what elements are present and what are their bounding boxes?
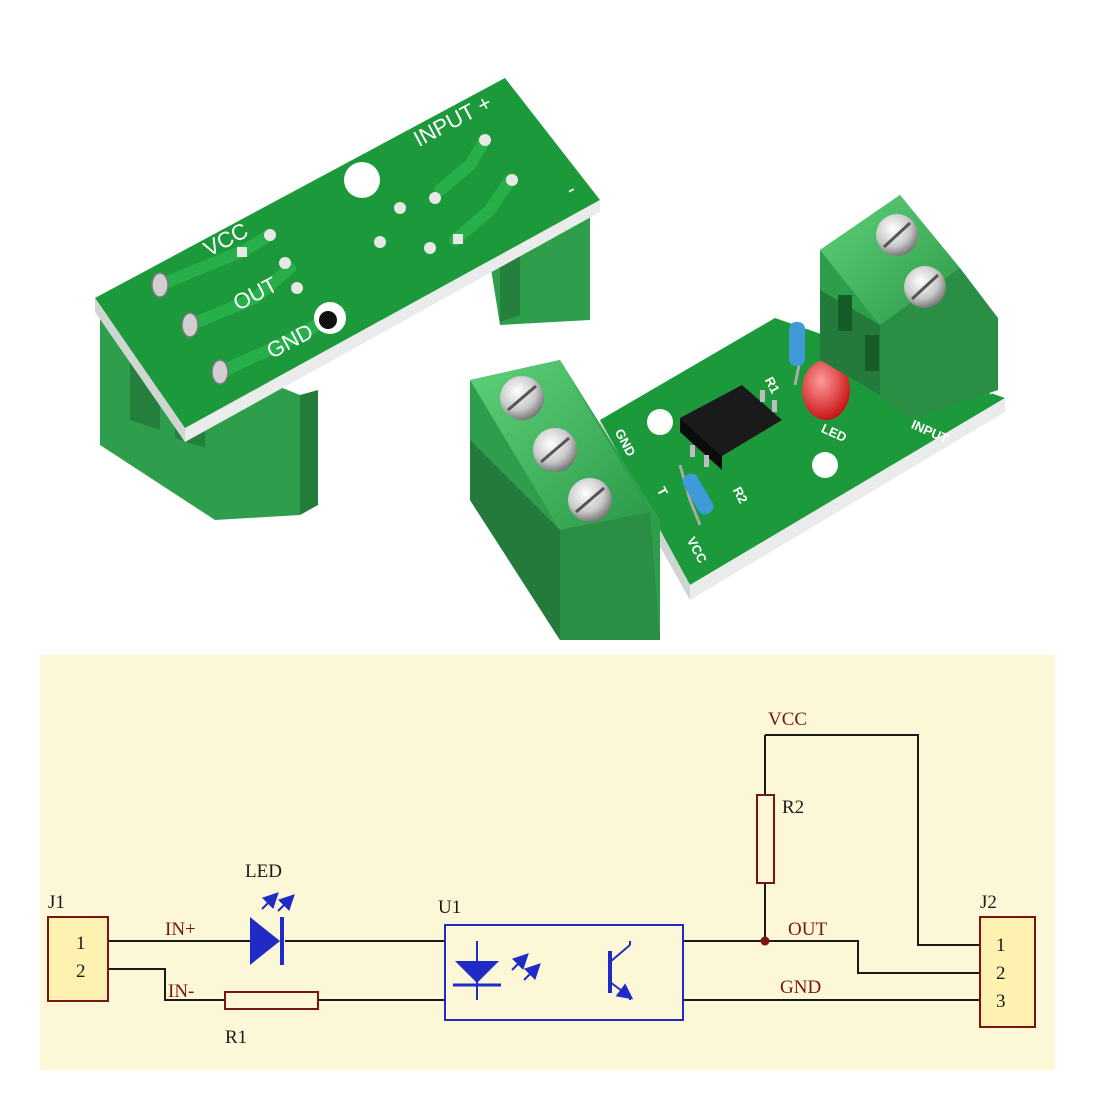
net-label-out: OUT xyxy=(788,919,827,940)
circuit-schematic: J1 1 2 J2 1 2 3 LED R1 R2 xyxy=(47,709,1036,1048)
silk-r2-front: R2 xyxy=(730,484,751,506)
silk-r1-front: R1 xyxy=(762,374,783,396)
j2-ref: J2 xyxy=(980,892,997,913)
j1-pin-2: 2 xyxy=(76,961,86,982)
mounting-hole xyxy=(812,452,838,478)
optocoupler-chip xyxy=(680,385,782,456)
resistor-r1-part xyxy=(789,322,805,386)
j2-pin-1: 1 xyxy=(996,935,1006,956)
junction-dot xyxy=(760,936,770,946)
net-label-vcc: VCC xyxy=(768,709,807,730)
resistor-r2-part xyxy=(678,464,714,526)
optocoupler-u1: U1 xyxy=(438,897,684,1021)
led-label: LED xyxy=(245,861,282,882)
connector-j1: J1 1 2 xyxy=(47,892,109,1002)
terminal-block-2pin xyxy=(820,195,998,420)
r1-label: R1 xyxy=(225,1027,247,1048)
resistor-r1: R1 xyxy=(224,991,319,1048)
net-label-in-minus: IN- xyxy=(168,981,194,1002)
connector-j2: J2 1 2 3 xyxy=(979,892,1036,1028)
product-photo: VCC OUT GND INPUT + - G xyxy=(95,78,1005,640)
r2-label: R2 xyxy=(782,797,804,818)
led-part xyxy=(802,360,850,420)
led-symbol: LED xyxy=(245,861,295,965)
net-label-in-plus: IN+ xyxy=(165,919,196,940)
resistor-r2: R2 xyxy=(756,794,804,884)
net-label-gnd: GND xyxy=(780,977,821,998)
board-front-view: GND T VCC R2 R1 LED INPUT + xyxy=(470,195,1005,640)
j1-pin-1: 1 xyxy=(76,933,86,954)
j2-pin-2: 2 xyxy=(996,963,1006,984)
mounting-hole xyxy=(647,409,673,435)
terminal-block-3pin xyxy=(470,360,660,640)
wires xyxy=(108,734,980,1001)
u1-label: U1 xyxy=(438,897,461,918)
mounting-hole xyxy=(344,162,380,198)
j2-pin-3: 3 xyxy=(996,991,1006,1012)
schematic-panel: J1 1 2 J2 1 2 3 LED R1 R2 xyxy=(40,655,1055,1070)
board-back-view: VCC OUT GND INPUT + - xyxy=(95,78,600,520)
j1-ref: J1 xyxy=(48,892,65,913)
